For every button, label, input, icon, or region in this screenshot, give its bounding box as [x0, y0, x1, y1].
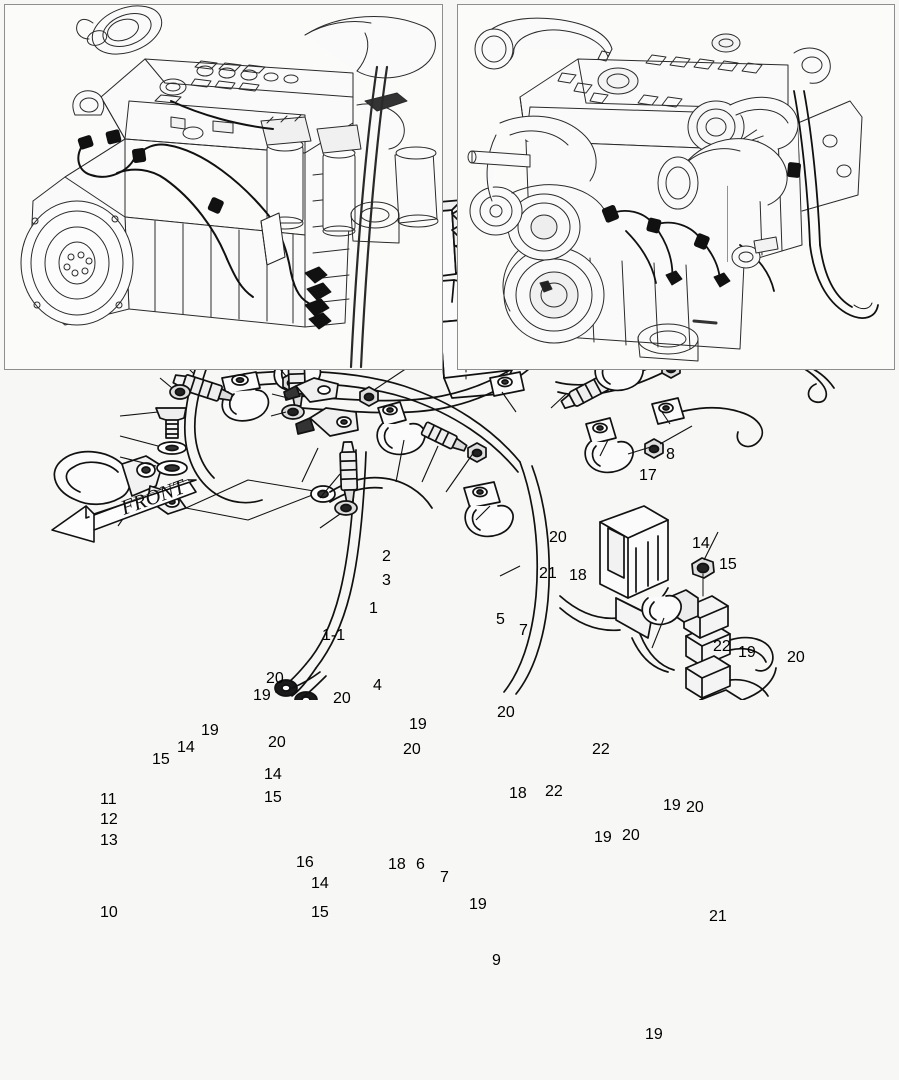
callout-15: 15 [311, 904, 329, 921]
callout-18: 18 [509, 785, 527, 802]
callout-5: 5 [496, 611, 505, 628]
callout-18: 18 [388, 856, 406, 873]
callout-20: 20 [787, 649, 805, 666]
callout-15: 15 [264, 789, 282, 806]
callout-15: 15 [719, 556, 737, 573]
engine-photo-panel-right [457, 4, 895, 370]
callout-20: 20 [333, 690, 351, 707]
callout-22: 22 [545, 783, 563, 800]
callout-12: 12 [100, 811, 118, 828]
callout-14: 14 [311, 875, 329, 892]
callout-20: 20 [622, 827, 640, 844]
engine-photo-panel-left [4, 4, 443, 370]
callout-1-1: 1-1 [322, 627, 346, 644]
callout-7: 7 [519, 622, 528, 639]
callout-4: 4 [373, 677, 382, 694]
callout-19: 19 [409, 716, 427, 733]
callout-17: 17 [639, 467, 657, 484]
callout-20: 20 [686, 799, 704, 816]
callout-19: 19 [469, 896, 487, 913]
callout-19: 19 [253, 687, 271, 704]
callout-8: 8 [666, 446, 675, 463]
callout-1: 1 [369, 600, 378, 617]
callout-19: 19 [738, 644, 756, 661]
callout-19: 19 [594, 829, 612, 846]
callout-18: 18 [569, 567, 587, 584]
callout-20: 20 [403, 741, 421, 758]
callout-16: 16 [296, 854, 314, 871]
callout-13: 13 [100, 832, 118, 849]
callout-15: 15 [152, 751, 170, 768]
callout-7: 7 [440, 869, 449, 886]
callout-14: 14 [264, 766, 282, 783]
engine-illustration-right [467, 17, 879, 362]
callout-10: 10 [100, 904, 118, 921]
callout-21: 21 [709, 908, 727, 925]
engine-illustration-left [20, 5, 439, 368]
callout-6: 6 [416, 856, 425, 873]
callout-19: 19 [663, 797, 681, 814]
front-orientation-arrow: FRONT [40, 470, 220, 560]
front-arrow-label: FRONT [117, 474, 190, 520]
callout-3: 3 [382, 572, 391, 589]
callout-19: 19 [645, 1026, 663, 1043]
callout-20: 20 [497, 704, 515, 721]
callout-19: 19 [201, 722, 219, 739]
callout-20: 20 [268, 734, 286, 751]
callout-21: 21 [539, 565, 557, 582]
callout-14: 14 [692, 535, 710, 552]
callout-22: 22 [592, 741, 610, 758]
callout-9: 9 [492, 952, 501, 969]
callout-20: 20 [266, 670, 284, 687]
callout-11: 11 [100, 791, 117, 808]
callout-20: 20 [549, 529, 567, 546]
callout-2: 2 [382, 548, 391, 565]
callout-22: 22 [713, 638, 731, 655]
callout-14: 14 [177, 739, 195, 756]
